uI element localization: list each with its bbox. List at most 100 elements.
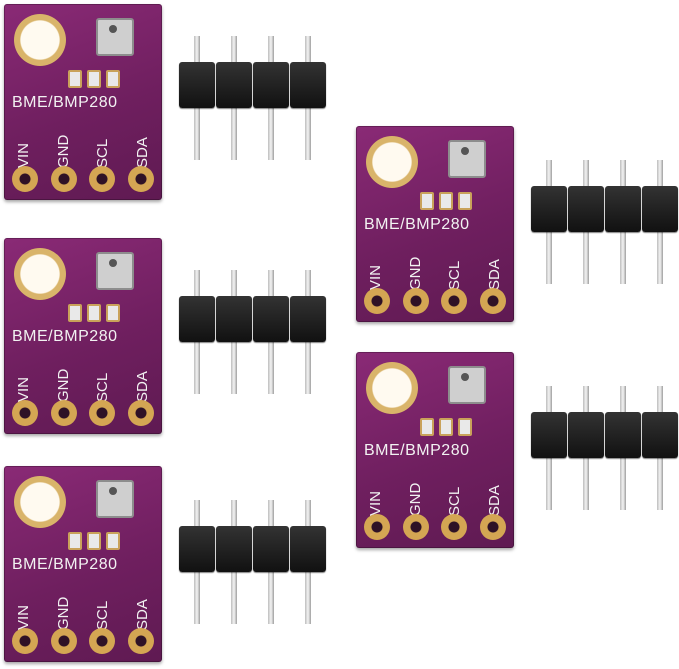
sensor-chip bbox=[448, 140, 486, 178]
board-label: BME/BMP280 bbox=[12, 328, 118, 345]
pinname-row: VIN GND SCL SDA bbox=[4, 586, 162, 630]
header-block bbox=[216, 526, 252, 572]
pin-hole bbox=[441, 288, 468, 314]
capacitor bbox=[439, 192, 453, 210]
pin-holes bbox=[12, 166, 154, 192]
pin-label-sda: SDA bbox=[485, 485, 503, 516]
header-block bbox=[179, 526, 215, 572]
header-block bbox=[642, 412, 678, 458]
capacitor bbox=[68, 532, 82, 550]
capacitors bbox=[68, 70, 120, 88]
pin-holes bbox=[12, 628, 154, 654]
capacitors bbox=[420, 418, 472, 436]
capacitor bbox=[87, 304, 101, 322]
sensor-chip bbox=[96, 252, 134, 290]
pin-hole bbox=[479, 288, 506, 314]
capacitor bbox=[458, 192, 472, 210]
mounting-hole bbox=[366, 362, 418, 414]
header-block bbox=[605, 412, 641, 458]
pinname-row: VIN GND SCL SDA bbox=[4, 358, 162, 402]
pin-label-sda: SDA bbox=[133, 371, 151, 402]
capacitor bbox=[439, 418, 453, 436]
pin-label-sda: SDA bbox=[133, 137, 151, 168]
capacitors bbox=[420, 192, 472, 210]
header-block bbox=[642, 186, 678, 232]
sensor-chip bbox=[96, 18, 134, 56]
pin-hole bbox=[50, 400, 77, 426]
pin-label-gnd: GND bbox=[406, 256, 424, 290]
sensor-board-5: BME/BMP280 VIN GND SCL SDA bbox=[356, 352, 514, 548]
pin-hole bbox=[89, 628, 116, 654]
pin-label-vin: VIN bbox=[15, 376, 33, 402]
pin-hole bbox=[127, 628, 154, 654]
header-block bbox=[179, 296, 215, 342]
pin-hole bbox=[402, 288, 429, 314]
pin-hole bbox=[12, 400, 38, 426]
pin-hole bbox=[364, 288, 390, 314]
pin-label-gnd: GND bbox=[54, 134, 72, 168]
pin-hole bbox=[89, 400, 116, 426]
mounting-hole bbox=[14, 248, 66, 300]
capacitor bbox=[420, 418, 434, 436]
pin-hole bbox=[441, 514, 468, 540]
pin-hole bbox=[50, 628, 77, 654]
capacitor bbox=[106, 304, 120, 322]
header-4 bbox=[527, 160, 678, 290]
header-1 bbox=[175, 36, 326, 166]
pin-holes bbox=[364, 288, 506, 314]
header-block bbox=[605, 186, 641, 232]
pin-label-sda: SDA bbox=[133, 599, 151, 630]
pin-hole bbox=[364, 514, 390, 540]
pin-label-vin: VIN bbox=[15, 604, 33, 630]
board-label: BME/BMP280 bbox=[12, 556, 118, 573]
pin-label-scl: SCL bbox=[446, 486, 464, 516]
sensor-board-1: BME/BMP280 VIN GND SCL SDA bbox=[4, 4, 162, 200]
pin-hole bbox=[12, 628, 38, 654]
header-block bbox=[253, 526, 289, 572]
header-block bbox=[568, 186, 604, 232]
pin-hole bbox=[50, 166, 77, 192]
header-3 bbox=[175, 500, 326, 630]
sensor-chip bbox=[448, 366, 486, 404]
capacitor bbox=[87, 70, 101, 88]
board-label: BME/BMP280 bbox=[364, 216, 470, 233]
pinname-row: VIN GND SCL SDA bbox=[356, 472, 514, 516]
capacitor bbox=[458, 418, 472, 436]
sensor-board-2: BME/BMP280 VIN GND SCL SDA bbox=[4, 238, 162, 434]
pin-label-gnd: GND bbox=[54, 368, 72, 402]
pin-hole bbox=[12, 166, 38, 192]
header-5 bbox=[527, 386, 678, 516]
pin-label-gnd: GND bbox=[406, 482, 424, 516]
sensor-chip bbox=[96, 480, 134, 518]
pin-hole bbox=[402, 514, 429, 540]
pin-label-scl: SCL bbox=[94, 372, 112, 402]
mounting-hole bbox=[366, 136, 418, 188]
header-block bbox=[216, 62, 252, 108]
capacitor bbox=[106, 70, 120, 88]
sensor-board-4: BME/BMP280 VIN GND SCL SDA bbox=[356, 126, 514, 322]
header-block bbox=[253, 62, 289, 108]
pin-holes bbox=[364, 514, 506, 540]
pinname-row: VIN GND SCL SDA bbox=[4, 124, 162, 168]
capacitor bbox=[87, 532, 101, 550]
pin-label-scl: SCL bbox=[94, 600, 112, 630]
pin-hole bbox=[127, 166, 154, 192]
header-block bbox=[253, 296, 289, 342]
header-block bbox=[216, 296, 252, 342]
pin-label-scl: SCL bbox=[94, 138, 112, 168]
header-block bbox=[179, 62, 215, 108]
capacitor bbox=[420, 192, 434, 210]
pin-label-vin: VIN bbox=[15, 142, 33, 168]
board-label: BME/BMP280 bbox=[12, 94, 118, 111]
capacitors bbox=[68, 532, 120, 550]
capacitor bbox=[106, 532, 120, 550]
header-2 bbox=[175, 270, 326, 400]
pin-hole bbox=[89, 166, 116, 192]
pin-label-vin: VIN bbox=[367, 264, 385, 290]
header-block bbox=[290, 296, 326, 342]
pin-hole bbox=[127, 400, 154, 426]
pin-hole bbox=[479, 514, 506, 540]
capacitors bbox=[68, 304, 120, 322]
pin-label-sda: SDA bbox=[485, 259, 503, 290]
header-block bbox=[531, 186, 567, 232]
